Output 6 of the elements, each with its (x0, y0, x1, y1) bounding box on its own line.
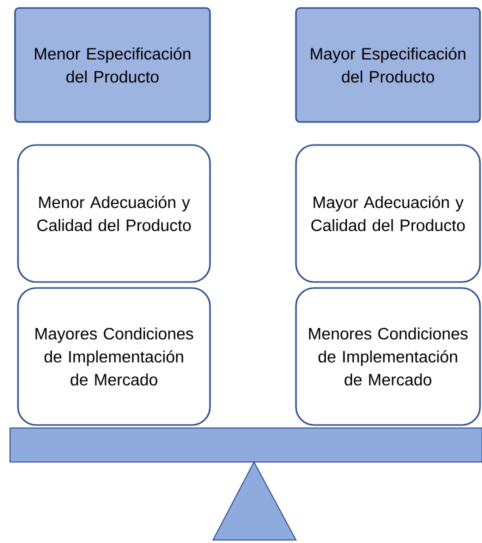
rounded-box: Menores Condiciones de Implementación de Mercado (295, 287, 481, 426)
specification-box: Menor Especificación del Producto (14, 7, 211, 123)
rounded-box: Menor Adecuación y Calidad del Producto (17, 144, 211, 283)
rounded-box: Mayores Condiciones de Implementación de Mercado (17, 287, 211, 426)
specification-box: Mayor Especificación del Producto (295, 7, 481, 123)
rounded-box: Mayor Adecuación y Calidad del Producto (295, 144, 481, 283)
